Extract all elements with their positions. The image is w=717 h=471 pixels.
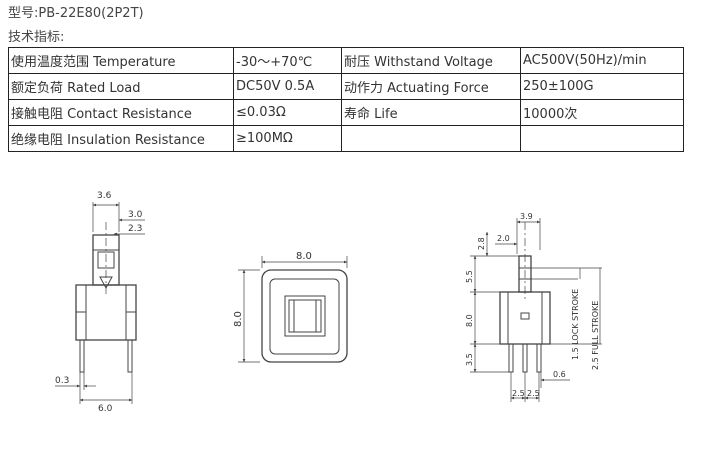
table-row: 接触电阻 Contact Resistance ≤0.03Ω 寿命 Life 1… <box>8 99 684 126</box>
dim-label: 2.8 <box>477 237 486 250</box>
table-cell: AC500V(50Hz)/min <box>520 47 684 74</box>
table-row: 绝缘电阻 Insulation Resistance ≥100MΩ <box>8 125 684 152</box>
table-cell: 寿命 Life <box>341 99 521 126</box>
dim-label: 3.9 <box>520 212 533 221</box>
table-cell: DC50V 0.5A <box>233 73 342 100</box>
dim-label: 6.0 <box>98 404 113 414</box>
table-cell: 接触电阻 Contact Resistance <box>8 99 234 126</box>
side-view: 3.6 3.0 2.3 0.3 6.0 <box>55 191 145 414</box>
specs-title: 技术指标: <box>8 30 65 45</box>
table-cell: ≤0.03Ω <box>233 99 342 126</box>
dim-label: 2.3 <box>128 224 142 234</box>
dim-label: 8.0 <box>465 314 474 327</box>
table-cell: 额定负荷 Rated Load <box>8 73 234 100</box>
table-cell: 动作力 Actuating Force <box>341 73 521 100</box>
table-cell <box>520 125 684 152</box>
table-cell: 250±100G <box>520 73 684 100</box>
profile-view: 5.5 8.0 3.5 3.9 2.0 2.8 1.5 LOCK STROKE … <box>465 212 602 402</box>
table-cell: ≥100MΩ <box>233 125 342 152</box>
dim-label: 3.5 <box>465 353 474 366</box>
dim-label: 8.0 <box>233 311 244 327</box>
dim-label: 2.5 <box>512 389 525 398</box>
table-cell: 10000次 <box>520 99 684 126</box>
dim-label: 3.6 <box>97 191 112 201</box>
dim-label: 2.5 <box>527 389 540 398</box>
full-stroke-label: 2.5 FULL STROKE <box>591 301 600 370</box>
dim-label: 0.6 <box>553 370 566 379</box>
model-number: 型号:PB-22E80(2P2T) <box>8 6 144 21</box>
specs-table: 使用温度范围 Temperature -30～+70℃ 耐压 Withstand… <box>8 47 684 152</box>
table-cell: 绝缘电阻 Insulation Resistance <box>8 125 234 152</box>
dim-label: 2.0 <box>497 234 510 243</box>
table-row: 使用温度范围 Temperature -30～+70℃ 耐压 Withstand… <box>8 47 684 74</box>
table-cell: -30～+70℃ <box>233 47 342 74</box>
dim-label: 8.0 <box>296 251 312 262</box>
dim-label: 5.5 <box>465 270 474 283</box>
table-cell: 耐压 Withstand Voltage <box>341 47 521 74</box>
table-row: 额定负荷 Rated Load DC50V 0.5A 动作力 Actuating… <box>8 73 684 100</box>
table-cell: 使用温度范围 Temperature <box>8 47 234 74</box>
dim-label: 0.3 <box>55 376 69 386</box>
table-cell <box>341 125 521 152</box>
dim-label: 3.0 <box>128 210 143 220</box>
top-view: 8.0 8.0 <box>233 251 348 363</box>
dimension-drawing: 3.6 3.0 2.3 0.3 6.0 8.0 8.0 <box>55 191 602 414</box>
lock-stroke-label: 1.5 LOCK STROKE <box>571 289 580 360</box>
